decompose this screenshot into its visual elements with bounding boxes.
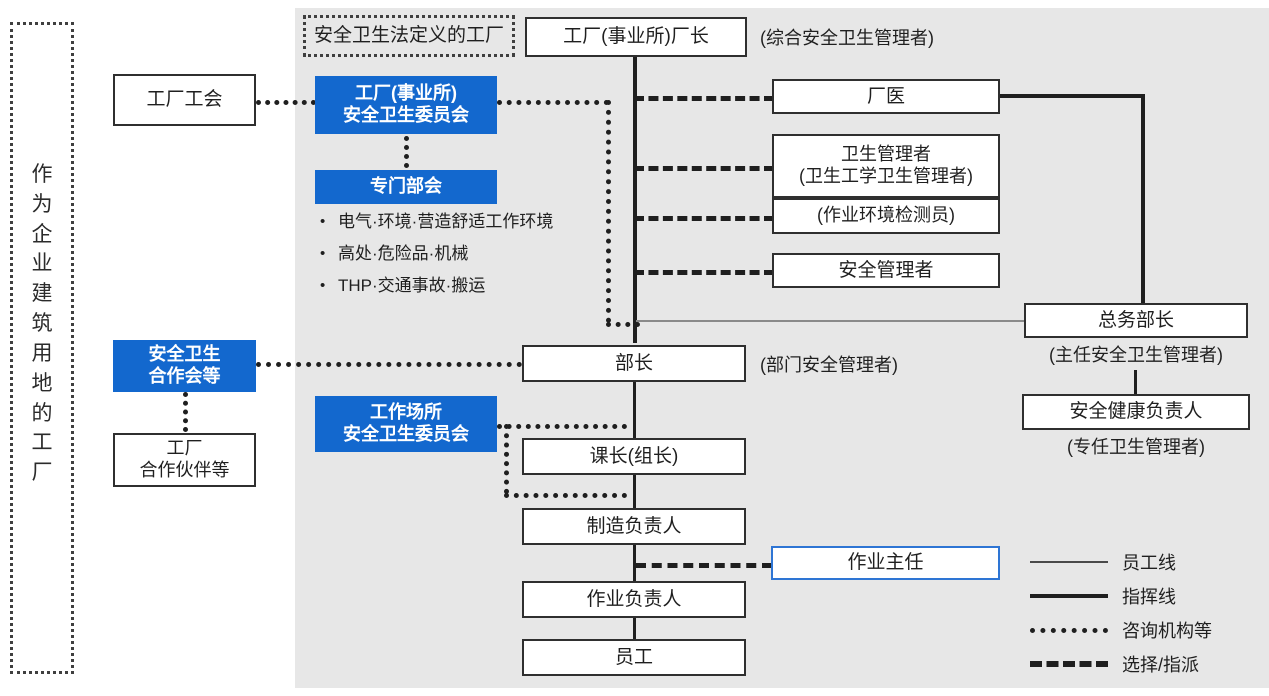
subcommittee-topic-list: • 电气·环境·营造舒适工作环境 • 高处·危险品·机械 • THP·交通事故·… — [320, 213, 610, 309]
box-plant-manager[interactable]: 工厂(事业所)厂长 — [525, 17, 747, 57]
connector-spine-to-health-manager — [634, 166, 774, 171]
legend: 员工线 指挥线 咨询机构等 选择/指派 — [1030, 545, 1260, 681]
connector-union-to-committee — [256, 100, 316, 105]
legend-label: 咨询机构等 — [1122, 621, 1212, 641]
connector-to-operation-chief — [636, 563, 772, 568]
topic-label: 高处·危险品·机械 — [338, 244, 469, 263]
vlabel-c10: 工 — [31, 431, 53, 455]
box-plant-doctor[interactable]: 厂医 — [772, 79, 1000, 114]
box-operation-lead[interactable]: 作业负责人 — [522, 581, 746, 618]
connector-director-to-officer — [1134, 370, 1137, 395]
box-kacho[interactable]: 课长(组长) — [522, 438, 746, 475]
box-workplace-committee[interactable]: 工作场所 安全卫生委员会 — [315, 396, 497, 452]
box-employee[interactable]: 员工 — [522, 639, 746, 676]
legend-label: 员工线 — [1122, 553, 1176, 573]
legal-scope-label: 安全卫生法定义的工厂 — [313, 25, 504, 46]
legend-row-advisory: 咨询机构等 — [1030, 613, 1260, 647]
connector-committee-down — [606, 100, 611, 323]
caption-safety-health-officer: (专任卫生管理者) — [1067, 437, 1205, 457]
list-item: • 高处·危险品·机械 — [320, 245, 610, 262]
list-item: • 电气·环境·营造舒适工作环境 — [320, 213, 610, 230]
connector-spine-to-env-tester — [634, 216, 774, 221]
connector-committee-right — [497, 100, 609, 105]
legend-row-employee-line: 员工线 — [1030, 545, 1260, 579]
thin-solid-line-icon — [1030, 561, 1108, 563]
box-general-affairs-director[interactable]: 总务部长 — [1024, 303, 1248, 338]
connector-spine-to-safety-manager — [634, 270, 774, 275]
legal-scope-frame — [303, 15, 515, 57]
box-environment-tester[interactable]: (作业环境检测员) — [772, 198, 1000, 234]
vlabel-c11: 厂 — [31, 461, 53, 485]
vlabel-c6: 筑 — [31, 312, 53, 336]
enterprise-site-frame — [10, 22, 74, 674]
vlabel-c3: 企 — [31, 222, 53, 246]
legend-label: 选择/指派 — [1122, 655, 1200, 675]
vlabel-c5: 建 — [31, 282, 53, 306]
box-bucho[interactable]: 部长 — [522, 345, 746, 382]
connector-spine-to-doctor — [634, 96, 774, 101]
dotted-line-icon — [1030, 627, 1108, 633]
connector-doctor-to-general-affairs-h — [1000, 94, 1144, 98]
dashed-line-icon — [1030, 661, 1108, 667]
spine-manufacture-to-operation — [633, 545, 636, 582]
box-manufacturing-lead[interactable]: 制造负责人 — [522, 508, 746, 545]
box-factory-partners[interactable]: 工厂 合作伙伴等 — [113, 433, 256, 487]
spine-bucho-to-kacho — [633, 382, 636, 440]
list-item: • THP·交通事故·搬运 — [320, 277, 610, 294]
legend-label: 指挥线 — [1122, 587, 1176, 607]
box-safety-health-officer[interactable]: 安全健康负责人 — [1022, 394, 1250, 430]
box-operation-chief[interactable]: 作业主任 — [771, 546, 1000, 580]
box-factory-union[interactable]: 工厂工会 — [113, 74, 256, 126]
connector-workplace-v — [504, 424, 509, 494]
vlabel-c1: 作 — [31, 163, 53, 186]
legend-row-assignment: 选择/指派 — [1030, 647, 1260, 681]
vlabel-c9: 的 — [31, 401, 53, 425]
command-spine — [633, 57, 637, 343]
bullet-icon: • — [320, 277, 326, 294]
box-safety-cooperation-council[interactable]: 安全卫生 合作会等 — [113, 340, 256, 392]
legend-row-command-line: 指挥线 — [1030, 579, 1260, 613]
connector-committee-to-subcommittee — [404, 136, 409, 168]
bullet-icon: • — [320, 213, 326, 230]
topic-label: THP·交通事故·搬运 — [338, 276, 486, 295]
box-plant-committee[interactable]: 工厂(事业所) 安全卫生委员会 — [315, 76, 497, 134]
connector-doctor-to-general-affairs-v — [1141, 94, 1145, 308]
topic-label: 电气·环境·营造舒适工作环境 — [338, 212, 554, 231]
caption-general-affairs-director: (主任安全卫生管理者) — [1049, 345, 1223, 365]
connector-workplace-bottom — [504, 493, 627, 498]
connector-workplace-top — [497, 424, 627, 429]
employee-line-to-general-affairs — [636, 320, 1026, 322]
connector-committee-to-director — [606, 322, 640, 327]
vlabel-c7: 用 — [31, 341, 53, 365]
connector-council-to-partner — [183, 392, 188, 432]
caption-bucho: (部门安全管理者) — [760, 355, 898, 375]
spine-kacho-to-manufacture — [633, 475, 636, 509]
vlabel-c2: 为 — [31, 192, 53, 216]
box-special-subcommittee[interactable]: 专门部会 — [315, 170, 497, 204]
caption-plant-manager: (综合安全卫生管理者) — [760, 28, 934, 48]
vlabel-c8: 地 — [31, 371, 53, 395]
thick-solid-line-icon — [1030, 594, 1108, 598]
box-health-manager[interactable]: 卫生管理者 (卫生工学卫生管理者) — [772, 134, 1000, 198]
connector-council-to-bucho — [256, 362, 522, 367]
box-safety-manager[interactable]: 安全管理者 — [772, 253, 1000, 288]
bullet-icon: • — [320, 245, 326, 262]
spine-operation-to-employee — [633, 618, 636, 640]
vlabel-c4: 业 — [31, 252, 53, 276]
